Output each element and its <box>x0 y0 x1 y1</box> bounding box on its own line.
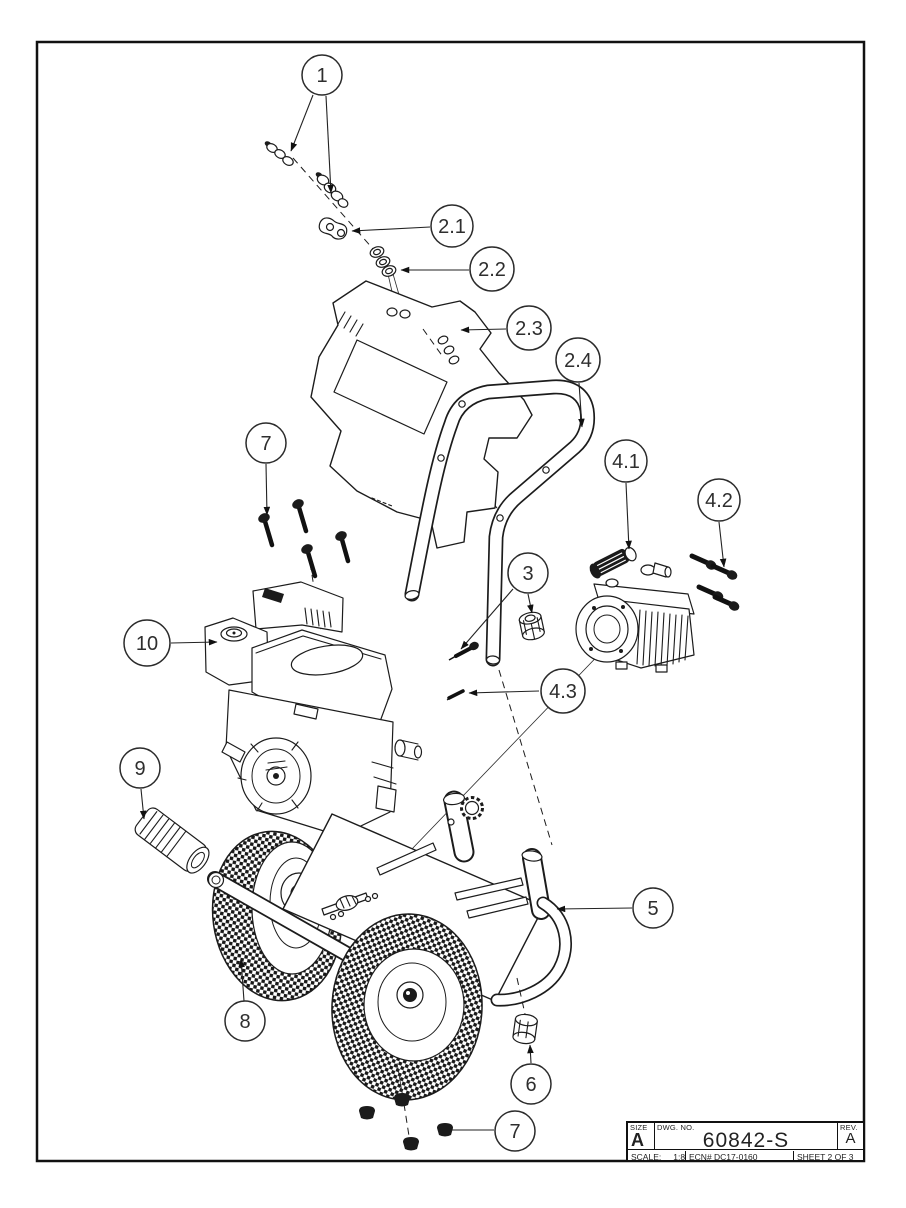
callout-4-3: 4.3 <box>540 668 586 714</box>
svg-text:9: 9 <box>134 758 145 780</box>
svg-text:2.3: 2.3 <box>515 318 543 340</box>
item-3-bolt <box>448 641 479 661</box>
svg-text:10: 10 <box>136 633 158 655</box>
right-wheel <box>331 913 483 1101</box>
title-block-rev-cell: REV. A <box>838 1123 863 1149</box>
leader-lines <box>139 94 727 1131</box>
bottom-alignment-lines <box>396 977 526 1137</box>
callout-9: 9 <box>119 747 161 789</box>
callout-3: 3 <box>507 552 549 594</box>
scale-value: 1:8 <box>673 1151 686 1161</box>
callout-2-3: 2.3 <box>506 305 552 351</box>
svg-text:1: 1 <box>316 65 327 87</box>
page-border <box>35 40 866 1163</box>
callout-1: 1 <box>301 54 343 96</box>
callout-10: 10 <box>123 619 171 667</box>
axle-tube <box>207 871 360 965</box>
ecn-value: ECN# DC17-0160 <box>689 1151 758 1161</box>
title-block-sheet-cell: SHEET 2 OF 3 <box>794 1151 863 1161</box>
svg-text:2.1: 2.1 <box>438 216 466 238</box>
title-block: SIZE A DWG. NO. 60842-S REV. A SCALE: 1:8… <box>626 1121 865 1162</box>
item-10-engine <box>204 581 423 837</box>
dwg-no-label: DWG. NO. <box>657 1123 695 1132</box>
title-block-dwg-cell: DWG. NO. 60842-S <box>655 1123 838 1149</box>
callout-2-2: 2.2 <box>469 246 515 292</box>
callout-7-top: 7 <box>245 422 287 464</box>
item-6-knob <box>512 1013 538 1045</box>
scale-label: SCALE: <box>631 1151 662 1161</box>
size-value: A <box>631 1130 644 1149</box>
item-4-3-pin <box>446 689 465 701</box>
item-3-knob <box>518 611 545 641</box>
item-4-1-pump <box>575 546 695 673</box>
item-7-feet <box>359 1093 453 1151</box>
item-4-2-bolts <box>689 553 740 611</box>
svg-text:4.3: 4.3 <box>549 681 577 703</box>
dwg-no-value: 60842-S <box>702 1129 790 1149</box>
callout-4-1: 4.1 <box>604 439 648 483</box>
item-1-fasteners <box>264 141 349 208</box>
callout-4-2: 4.2 <box>697 478 741 522</box>
svg-text:8: 8 <box>239 1011 250 1033</box>
svg-text:4.2: 4.2 <box>705 490 733 512</box>
item-5-frame <box>282 790 572 1007</box>
callout-2-4: 2.4 <box>555 337 601 383</box>
title-block-ecn-cell: ECN# DC17-0160 <box>686 1150 794 1161</box>
item-2-4-handle <box>404 379 596 667</box>
item-7-bolts-top <box>258 499 351 579</box>
svg-text:2.2: 2.2 <box>478 259 506 281</box>
item-2-1-bracket <box>318 217 348 240</box>
sheet-value: SHEET 2 OF 3 <box>797 1151 854 1161</box>
rev-value: A <box>845 1130 856 1147</box>
svg-text:4.1: 4.1 <box>612 451 640 473</box>
svg-text:2.4: 2.4 <box>564 350 592 372</box>
svg-text:7: 7 <box>509 1121 520 1143</box>
rev-label: REV. <box>840 1123 858 1132</box>
size-label: SIZE <box>630 1123 648 1132</box>
svg-text:3: 3 <box>522 563 533 585</box>
title-block-scale-cell: SCALE: 1:8 <box>628 1150 686 1161</box>
callout-6: 6 <box>510 1063 552 1105</box>
title-block-size-cell: SIZE A <box>628 1123 655 1149</box>
item-9-grip <box>134 807 210 874</box>
svg-text:6: 6 <box>525 1074 536 1096</box>
svg-text:7: 7 <box>260 433 271 455</box>
callout-2-1: 2.1 <box>430 204 474 248</box>
item-2-3-panel <box>310 280 533 549</box>
callout-5: 5 <box>632 887 674 929</box>
svg-text:5: 5 <box>647 898 658 920</box>
callout-7-bottom: 7 <box>494 1110 536 1152</box>
callout-8: 8 <box>224 1000 266 1042</box>
item-2-2-nuts <box>369 246 397 277</box>
unloader-handle <box>589 546 637 579</box>
